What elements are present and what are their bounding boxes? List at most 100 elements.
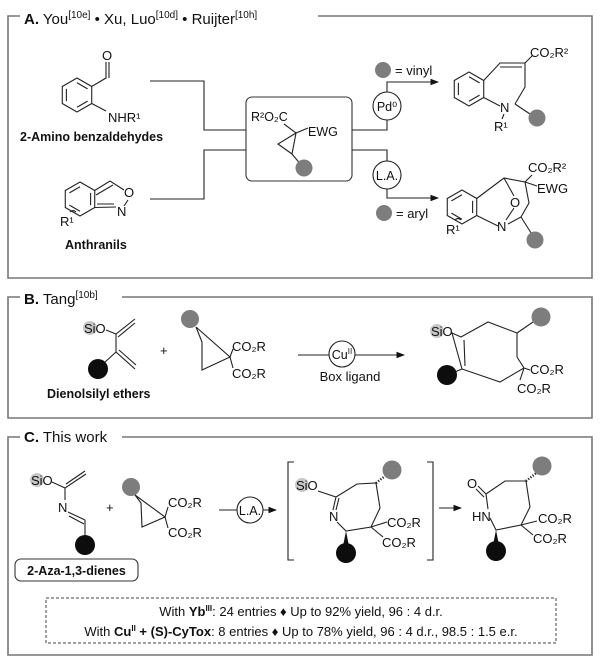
silyl-highlight: [30, 473, 44, 487]
cyclopropane-diester: CO₂R CO₂R: [122, 478, 202, 540]
panel-c-frame: [7, 436, 593, 656]
lactam-nh: HN: [472, 509, 491, 524]
dienolsilyl-ether-label: Dienolsilyl ethers: [47, 387, 151, 401]
bridge-oxygen: O: [510, 195, 520, 210]
gray-substituent-dot: [382, 460, 402, 480]
panel-b: B. Tang[10b] SiO Dienolsilyl ethers + CO…: [7, 290, 593, 419]
panel-c: C. This work SiO N 2-Aza-1,3-dienes + CO…: [7, 429, 593, 656]
connector-lines: [150, 80, 246, 200]
ligand-label: Box ligand: [320, 369, 381, 384]
black-substituent-dot: [437, 365, 457, 385]
black-substituent-dot: [75, 535, 95, 555]
double-bond: [76, 100, 88, 108]
gray-substituent-dot: [181, 310, 199, 328]
ester-group: CO₂R²: [530, 45, 569, 60]
gray-substituent-dot: [295, 159, 313, 177]
plus-sign: +: [106, 500, 114, 515]
imine-nitrogen: N: [329, 509, 338, 524]
bridged-product: CO₂R² EWG O N R¹: [446, 160, 568, 249]
double-bond: [468, 76, 480, 84]
cycloheptene-product: SiO CO₂R CO₂R: [430, 307, 564, 396]
black-substituent-dot: [336, 543, 356, 563]
lewis-acid-catalyst: L.A.: [376, 169, 398, 183]
silyloxy-group: SiO: [31, 473, 53, 488]
ring-nitrogen: N: [117, 204, 126, 219]
catalytic-cycle-icon: [372, 160, 402, 190]
silyloxy-group: SiO: [431, 324, 453, 339]
lewis-acid-catalyst: L.A.: [239, 504, 261, 518]
ester-group: CO₂R: [387, 515, 421, 530]
ester-group: CO₂R: [232, 339, 266, 354]
r1-substituent: R¹: [446, 222, 460, 237]
vinyl-legend: = vinyl: [395, 63, 432, 78]
gray-substituent-dot: [526, 231, 544, 249]
gray-substituent-dot: [531, 307, 551, 327]
r1-substituent: R¹: [494, 119, 508, 134]
benzazepine-product: CO₂R² N R¹: [453, 45, 569, 134]
carbonyl-oxygen: O: [467, 476, 477, 491]
panel-c-title: C. This work: [24, 429, 108, 446]
intermediate-brackets: [287, 461, 434, 561]
ester-group: R²O₂C: [251, 110, 288, 124]
panel-a-frame: [7, 15, 593, 279]
benzene-ring: [64, 181, 96, 217]
pd-catalyst: Pd⁰: [377, 100, 397, 114]
ester-group: CO₂R: [168, 495, 202, 510]
azadiene-structure: SiO N 2-Aza-1,3-dienes: [14, 470, 139, 582]
cyclopropane-diester: CO₂R CO₂R: [181, 310, 266, 381]
ring-nitrogen: N: [500, 100, 509, 115]
ester-group: CO₂R: [232, 366, 266, 381]
gray-dot-legend: [376, 205, 392, 221]
caprolactam-product: O HN CO₂R CO₂R: [467, 456, 572, 561]
ewg-group: EWG: [537, 181, 568, 196]
aminobenzaldehyde-structure: O NHR¹ 2-Amino benzaldehydes: [20, 48, 163, 144]
ring-oxygen: O: [124, 185, 134, 200]
benzene-ring: [61, 77, 93, 113]
gray-substituent-dot: [532, 456, 552, 476]
silyloxy-group: SiO: [296, 478, 318, 493]
cyclopropane-box: R²O₂C EWG: [245, 96, 353, 182]
aminobenzaldehyde-label: 2-Amino benzaldehydes: [20, 130, 163, 144]
catalytic-cycle-icon: [236, 496, 264, 524]
silyloxy-group: SiO: [84, 321, 106, 336]
ewg-group: EWG: [308, 125, 338, 139]
double-bond: [76, 82, 88, 90]
dienolsilyl-ether-structure: SiO Dienolsilyl ethers: [47, 318, 151, 401]
double-bond: [468, 94, 480, 102]
gray-dot-legend: [375, 62, 391, 78]
double-bond: [69, 204, 81, 212]
silyl-highlight: [295, 478, 309, 492]
aryl-legend: = aryl: [396, 206, 428, 221]
silyl-highlight: [430, 324, 444, 338]
imine-nitrogen: N: [58, 500, 67, 515]
ytterbium-results: With YbIII: 24 entries ♦ Up to 92% yield…: [159, 604, 443, 619]
panel-b-frame: [7, 296, 593, 419]
black-substituent-dot: [486, 541, 506, 561]
ester-group: CO₂R: [538, 511, 572, 526]
panel-a-title: A. You[10e] • Xu, Luo[10d] • Ruijter[10h…: [24, 10, 257, 28]
plus-sign: +: [160, 343, 168, 358]
copper-results: With CuII + (S)-CyTox: 8 entries ♦ Up to…: [84, 624, 517, 639]
anthranil-label: Anthranils: [65, 238, 127, 252]
ester-group: CO₂R: [530, 362, 564, 377]
aldehyde-oxygen: O: [102, 48, 112, 63]
benzene-ring: [446, 189, 478, 225]
panel-b-title: B. Tang[10b]: [24, 290, 98, 308]
azadiene-label-box: [14, 558, 139, 582]
ring-nitrogen: N: [497, 219, 506, 234]
r1-substituent: R¹: [60, 214, 74, 229]
double-bond: [451, 212, 463, 220]
azadiene-label: 2-Aza-1,3-dienes: [27, 564, 126, 578]
ester-group: CO₂R: [382, 535, 416, 550]
catalytic-cycle-icon: [372, 91, 402, 121]
anthranil-structure: O N R¹ Anthranils: [60, 180, 134, 252]
wedge-bond: [343, 531, 349, 546]
ester-group: CO₂R: [533, 531, 567, 546]
intermediate-structure: SiO N CO₂R CO₂R: [295, 460, 421, 563]
double-bond: [451, 194, 463, 202]
ester-group: CO₂R: [517, 381, 551, 396]
panel-a: A. You[10e] • Xu, Luo[10d] • Ruijter[10h…: [7, 10, 593, 279]
ester-group: CO₂R²: [528, 160, 567, 175]
benzene-ring: [453, 71, 485, 107]
